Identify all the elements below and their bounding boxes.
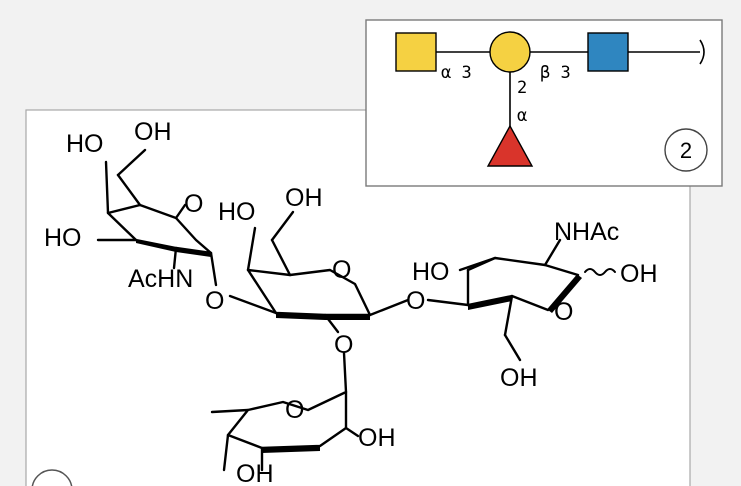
atom-link-o1: O — [205, 287, 224, 315]
atom-ring4-o: O — [285, 396, 304, 424]
glycan-linkage-lines — [436, 39, 705, 135]
atom-ho-mid: HO — [218, 198, 256, 226]
galnac-square-icon — [395, 32, 437, 72]
atom-oh-right: OH — [620, 260, 658, 288]
atom-link-o3: O — [334, 331, 353, 359]
atom-ho-right: HO — [412, 258, 450, 286]
linkage-beta3: β 3 — [540, 63, 571, 83]
glycan-panel: α 3 β 3 2 α 2 — [365, 19, 723, 187]
atom-link-o2: O — [406, 287, 425, 315]
bond-lines — [96, 148, 616, 472]
atom-oh-top: OH — [134, 118, 172, 146]
glcnac-square-icon — [587, 32, 629, 72]
linkage-2: 2 — [517, 78, 527, 98]
atom-labels: HO OH O HO AcHN O HO OH O O O NHAc HO OH… — [44, 118, 658, 486]
linkage-alpha3: α 3 — [441, 63, 472, 83]
atom-oh-ch2: OH — [500, 364, 538, 392]
atom-ho-top: HO — [66, 130, 104, 158]
atom-ring3-o: O — [554, 298, 573, 326]
compound-badge-molecule — [31, 469, 73, 486]
compound-badge-glycan — [664, 128, 708, 172]
atom-ring1-o: O — [184, 190, 203, 218]
compound-number-glycan: 2 — [680, 138, 692, 163]
atom-nhac: NHAc — [554, 218, 619, 246]
atom-oh-fuc: OH — [358, 424, 396, 452]
atom-achn: AcHN — [128, 265, 193, 293]
linkage-alpha: α — [517, 106, 527, 126]
atom-ring2-o: O — [332, 256, 351, 284]
atom-oh-fuc-bottom: OH — [236, 460, 274, 486]
atom-ho-left: HO — [44, 224, 82, 252]
galactose-circle-icon — [489, 31, 531, 73]
atom-oh-mid: OH — [285, 184, 323, 212]
fucose-triangle-icon — [486, 124, 534, 167]
